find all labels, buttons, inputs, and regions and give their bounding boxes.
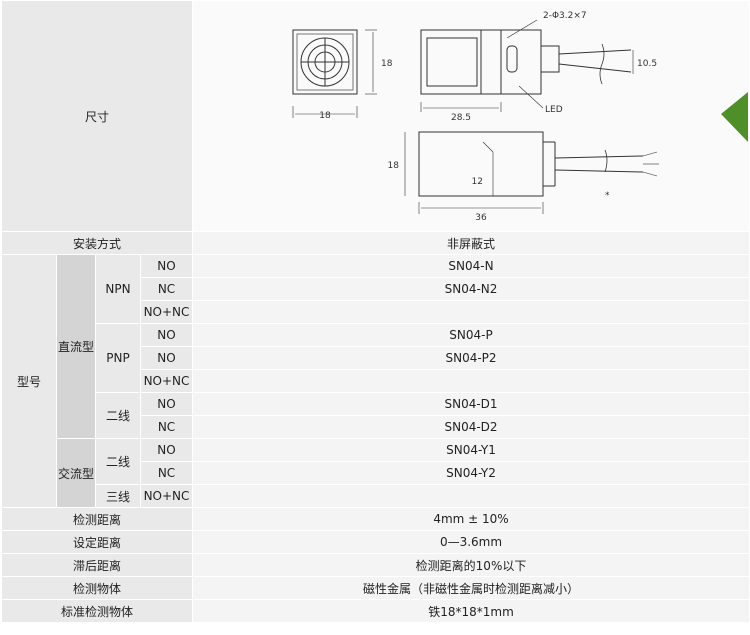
std-object-row: 标准检测物体 铁18*18*1mm (0, 599, 750, 623)
model-number: SN04-P (192, 323, 750, 347)
model-number: SN04-Y2 (192, 461, 750, 485)
hysteresis-row: 滞后距离 检测距离的10%以下 (0, 553, 750, 577)
side-height-label: 10.5 (637, 59, 657, 69)
product-photo-fragment (721, 92, 749, 142)
output-type: NO (139, 346, 194, 370)
mounting-label: 安装方式 (0, 231, 194, 255)
model-number: SN04-N2 (192, 277, 750, 301)
detect-distance-value: 4mm ± 10% (192, 507, 750, 531)
npn-label: NPN (95, 254, 141, 324)
detect-object-label: 检测物体 (0, 576, 194, 600)
dimensions-row: 尺寸 18 (0, 0, 750, 232)
model-number: SN04-P2 (192, 346, 750, 370)
set-distance-value: 0—3.6mm (192, 530, 750, 554)
model-number (192, 484, 750, 508)
mounting-row: 安装方式 非屏蔽式 (0, 231, 750, 255)
model-row: NC SN04-D2 (2, 415, 750, 439)
ac-two-wire-label: 二线 (95, 438, 141, 485)
model-row: NC SN04-N2 (2, 277, 750, 301)
led-label: LED (545, 105, 563, 115)
output-type: NO (139, 438, 194, 462)
output-type: NO (139, 392, 194, 416)
output-type: NO (139, 254, 194, 278)
output-type: NC (139, 461, 194, 485)
front-width-label: 18 (319, 111, 331, 121)
model-number (192, 300, 750, 324)
output-type: NC (139, 277, 194, 301)
mounting-value: 非屏蔽式 (192, 231, 750, 255)
dimension-drawing: 18 18 (292, 11, 749, 223)
dc-label: 直流型 (56, 254, 96, 439)
holes-label: 2-Φ3.2×7 (543, 11, 587, 21)
output-type: NO (139, 323, 194, 347)
model-row: NC SN04-Y2 (2, 461, 750, 485)
model-row: 三线 NO+NC (2, 484, 750, 508)
model-row: NO SN04-P2 (2, 346, 750, 370)
model-number (192, 369, 750, 393)
output-type: NO+NC (139, 484, 194, 508)
dimensions-label: 尺寸 (0, 0, 194, 232)
dimension-drawing-cell: 18 18 (192, 0, 750, 232)
body-height-label: 18 (388, 161, 400, 171)
side-view (420, 19, 634, 112)
set-distance-label: 设定距离 (0, 530, 194, 554)
output-type: NO+NC (139, 369, 194, 393)
model-number: SN04-D2 (192, 415, 750, 439)
model-row: 型号 直流型 NPN NO SN04-N (1, 254, 750, 508)
detect-distance-row: 检测距离 4mm ± 10% (0, 507, 750, 531)
std-object-value: 铁18*18*1mm (192, 599, 750, 623)
ac-three-wire-label: 三线 (95, 484, 141, 508)
detect-distance-label: 检测距离 (0, 507, 194, 531)
model-number: SN04-D1 (192, 392, 750, 416)
front-view (292, 29, 378, 118)
model-number: SN04-Y1 (192, 438, 750, 462)
side-length-label: 28.5 (451, 113, 471, 123)
detect-object-row: 检测物体 磁性金属（非磁性金属时检测距离减小） (0, 576, 750, 600)
model-row: 二线 NO SN04-D1 (2, 392, 750, 439)
front-height-label: 18 (381, 59, 393, 69)
std-object-label: 标准检测物体 (0, 599, 194, 623)
model-row: NO+NC (2, 369, 750, 393)
output-type: NC (139, 415, 194, 439)
model-number: SN04-N (192, 254, 750, 278)
model-row: PNP NO SN04-P (2, 323, 750, 393)
pnp-label: PNP (95, 323, 141, 393)
model-row: 交流型 二线 NO SN04-Y1 (2, 438, 750, 508)
body-length-label: 36 (475, 213, 487, 223)
hysteresis-value: 检测距离的10%以下 (192, 553, 750, 577)
model-row: NO+NC (2, 300, 750, 324)
output-type: NO+NC (139, 300, 194, 324)
body-view (404, 131, 660, 214)
dc-two-wire-label: 二线 (95, 392, 141, 439)
model-label: 型号 (1, 254, 57, 508)
hysteresis-label: 滞后距离 (0, 553, 194, 577)
asterisk-mark: * (605, 191, 610, 201)
ac-label: 交流型 (56, 438, 96, 508)
detect-object-value: 磁性金属（非磁性金属时检测距离减小） (192, 576, 750, 600)
sense-height-label: 12 (472, 177, 483, 187)
set-distance-row: 设定距离 0—3.6mm (0, 530, 750, 554)
